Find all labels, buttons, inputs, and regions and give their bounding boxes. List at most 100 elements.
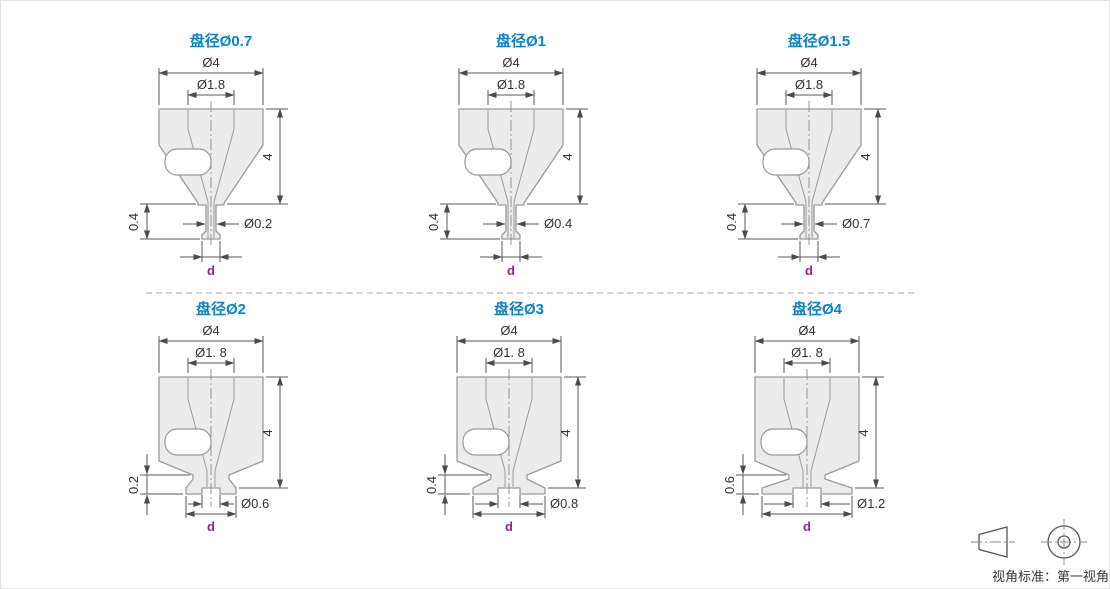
dim-inner-diameter: Ø1. 8 xyxy=(783,345,831,373)
first-angle-projection-icon xyxy=(971,519,1087,565)
inner-diameter-label: Ø1. 8 xyxy=(493,345,525,360)
inner-diameter-label: Ø1.8 xyxy=(497,77,525,92)
side-port-slot xyxy=(762,148,810,176)
dim-orifice-diameter: Ø0.7 xyxy=(781,216,870,231)
figure-title: 盘径Ø1 xyxy=(495,33,546,50)
drawing-d3: Ø4 Ø1. 8 4 0.4 xyxy=(424,323,586,534)
drawing-d1: Ø4 Ø1.8 4 0.4 Ø0.4 xyxy=(426,55,588,278)
disc-diameter-label: d xyxy=(507,263,515,278)
dim-outer-diameter: Ø4 xyxy=(754,323,860,373)
dim-height: 4 xyxy=(527,108,588,205)
side-port-slot xyxy=(760,428,808,456)
inner-diameter-label: Ø1. 8 xyxy=(791,345,823,360)
disc-diameter-label: d xyxy=(207,263,215,278)
lip-height-label: 0.6 xyxy=(722,476,737,494)
dim-disc-diameter: d xyxy=(480,241,542,278)
figure-title: 盘径Ø3 xyxy=(493,301,544,318)
side-port-slot xyxy=(164,148,212,176)
dim-orifice-diameter: Ø0.2 xyxy=(183,216,272,231)
frustum-side-view-icon xyxy=(971,526,1015,558)
disc-diameter-label: d xyxy=(803,519,811,534)
drawing-d0-7: Ø4 Ø1.8 4 0.4 Ø0.2 xyxy=(126,55,288,278)
dim-outer-diameter: Ø4 xyxy=(458,55,564,105)
lip-height-label: 0.4 xyxy=(126,213,141,231)
orifice-diameter-label: Ø0.8 xyxy=(550,496,578,511)
projection-symbol xyxy=(949,517,1109,567)
figure-title: 盘径Ø0.7 xyxy=(189,33,253,50)
orifice-diameter-label: Ø1.2 xyxy=(857,496,885,511)
orifice-diameter-label: Ø0.4 xyxy=(544,216,572,231)
inner-diameter-label: Ø1. 8 xyxy=(195,345,227,360)
figure-title: 盘径Ø1.5 xyxy=(787,33,851,50)
height-label: 4 xyxy=(856,429,871,436)
row-divider xyxy=(146,292,914,294)
side-port-slot xyxy=(462,428,510,456)
orifice-diameter-label: Ø0.7 xyxy=(842,216,870,231)
drawing-d1-5: Ø4 Ø1.8 4 0.4 Ø0.7 xyxy=(724,55,886,278)
lip-height-label: 0.4 xyxy=(424,476,439,494)
dim-lip-height: 0.4 xyxy=(424,454,488,515)
figure-cell-d1: 盘径Ø1 Ø4 Ø1.8 4 xyxy=(361,31,681,283)
drawing-d4: Ø4 Ø1. 8 4 0.6 xyxy=(722,323,885,534)
dim-height: 4 xyxy=(825,108,886,205)
disc-diameter-label: d xyxy=(505,519,513,534)
height-label: 4 xyxy=(560,153,575,160)
figure-cell-d0-7: 盘径Ø0.7 Ø4 Ø1.8 4 xyxy=(61,31,381,283)
dim-outer-diameter: Ø4 xyxy=(158,55,264,105)
figure-cell-d4: 盘径Ø4 Ø4 Ø1. 8 4 xyxy=(657,299,977,536)
dim-lip-height: 0.4 xyxy=(126,203,200,240)
dim-lip-height: 0.6 xyxy=(722,454,786,515)
side-port-slot xyxy=(164,428,212,456)
height-label: 4 xyxy=(858,153,873,160)
outer-diameter-label: Ø4 xyxy=(502,55,519,70)
figure-cell-d2: 盘径Ø2 Ø4 Ø1. 8 4 xyxy=(61,299,381,536)
outer-diameter-label: Ø4 xyxy=(202,55,219,70)
inner-diameter-label: Ø1.8 xyxy=(197,77,225,92)
outer-diameter-label: Ø4 xyxy=(798,323,815,338)
dim-orifice-diameter: Ø0.8 xyxy=(475,495,578,511)
dim-outer-diameter: Ø4 xyxy=(456,323,562,373)
dim-disc-diameter: d xyxy=(180,241,242,278)
dim-inner-diameter: Ø1. 8 xyxy=(485,345,533,373)
dim-inner-diameter: Ø1. 8 xyxy=(187,345,235,373)
outer-diameter-label: Ø4 xyxy=(202,323,219,338)
dim-disc-diameter: d xyxy=(778,241,840,278)
dim-inner-diameter: Ø1.8 xyxy=(785,77,833,105)
height-label: 4 xyxy=(260,153,275,160)
orifice-diameter-label: Ø0.2 xyxy=(244,216,272,231)
dim-inner-diameter: Ø1.8 xyxy=(487,77,535,105)
height-label: 4 xyxy=(558,429,573,436)
figure-cell-d1-5: 盘径Ø1.5 Ø4 Ø1.8 4 xyxy=(659,31,979,283)
view-standard-note: 视角标准：第一视角 xyxy=(991,569,1109,584)
dim-height: 4 xyxy=(855,376,884,489)
lip-height-label: 0.4 xyxy=(724,213,739,231)
outer-diameter-label: Ø4 xyxy=(800,55,817,70)
dim-orifice-diameter: Ø0.4 xyxy=(483,216,572,231)
orifice-diameter-label: Ø0.6 xyxy=(241,496,269,511)
figure-cell-d3: 盘径Ø3 Ø4 Ø1. 8 4 xyxy=(359,299,679,536)
frustum-end-view-icon xyxy=(1041,519,1087,565)
dim-disc-diameter: d xyxy=(472,496,546,534)
drawing-d2: Ø4 Ø1. 8 4 0.2 xyxy=(126,323,288,534)
dim-disc-diameter: d xyxy=(185,496,237,534)
outer-diameter-label: Ø4 xyxy=(500,323,517,338)
dim-height: 4 xyxy=(239,376,288,489)
side-port-slot xyxy=(464,148,512,176)
dim-height: 4 xyxy=(548,376,586,489)
dim-lip-height: 0.2 xyxy=(126,454,190,515)
disc-diameter-label: d xyxy=(805,263,813,278)
dim-outer-diameter: Ø4 xyxy=(158,323,264,373)
dim-disc-diameter: d xyxy=(761,496,853,534)
dim-height: 4 xyxy=(227,108,288,205)
inner-diameter-label: Ø1.8 xyxy=(795,77,823,92)
height-label: 4 xyxy=(260,429,275,436)
dim-outer-diameter: Ø4 xyxy=(756,55,862,105)
lip-height-label: 0.2 xyxy=(126,476,141,494)
disc-diameter-label: d xyxy=(207,519,215,534)
dim-lip-height: 0.4 xyxy=(724,203,798,240)
dim-lip-height: 0.4 xyxy=(426,203,500,240)
dim-orifice-diameter: Ø0.6 xyxy=(188,495,269,511)
lip-height-label: 0.4 xyxy=(426,213,441,231)
figure-title: 盘径Ø2 xyxy=(195,301,246,318)
